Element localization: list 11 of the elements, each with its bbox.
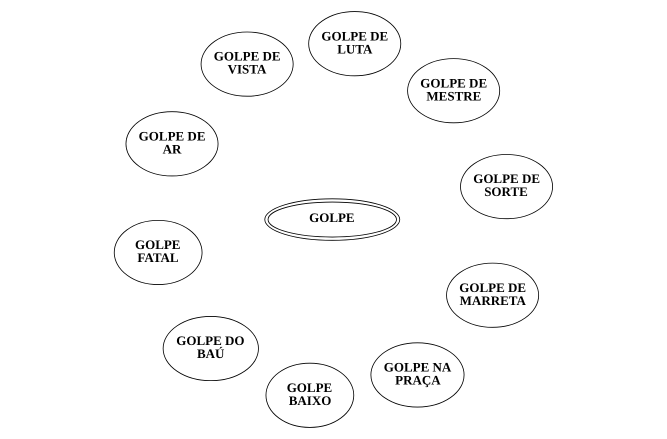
node-ellipse: GOLPE DE MESTRE xyxy=(407,58,500,124)
node-ellipse: GOLPE NA PRAÇA xyxy=(370,342,464,408)
node-ellipse: GOLPE DE MARRETA xyxy=(446,262,540,328)
node-ellipse: GOLPE DO BAÚ xyxy=(162,316,259,382)
node-ellipse: GOLPE BAIXO xyxy=(266,362,354,428)
node-ellipse: GOLPE xyxy=(264,198,400,241)
node-ellipse: GOLPE DE AR xyxy=(126,111,218,176)
node-ellipse: GOLPE DE VISTA xyxy=(200,32,294,97)
node-ellipse: GOLPE DE SORTE xyxy=(460,154,553,220)
node-ellipse: GOLPE FATAL xyxy=(114,220,202,285)
node-ellipse: GOLPE DE LUTA xyxy=(308,11,402,76)
